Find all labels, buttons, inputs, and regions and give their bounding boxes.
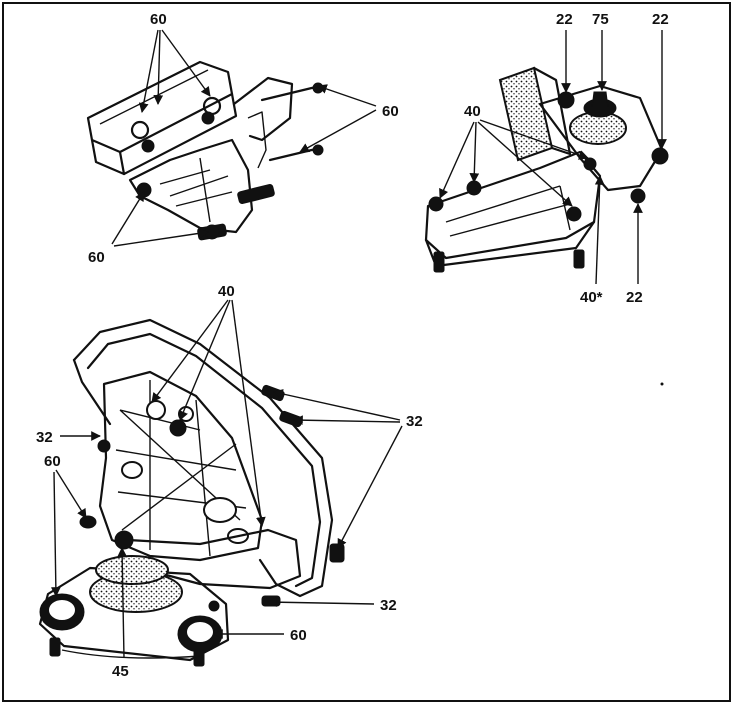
- label-tr-22-bottom: 22: [626, 289, 643, 306]
- label-b-32-right: 32: [406, 413, 423, 430]
- label-tl-top: 60: [150, 11, 167, 28]
- top-left-mount-assembly: [86, 60, 324, 241]
- label-tr-75: 75: [592, 11, 609, 28]
- speck: [660, 382, 664, 386]
- label-b-32-left: 32: [36, 429, 53, 446]
- top-right-mount-assembly: [424, 66, 669, 273]
- label-tr-22-right: 22: [652, 11, 669, 28]
- label-b-32-bottom: 32: [380, 597, 397, 614]
- label-b-45: 45: [112, 663, 129, 680]
- label-b-40: 40: [218, 283, 235, 300]
- label-tr-40: 40: [464, 103, 481, 120]
- label-tr-22-left: 22: [556, 11, 573, 28]
- label-tr-40star: 40*: [580, 289, 603, 306]
- bottom-mount-assembly: [38, 318, 345, 667]
- label-b-60-bottom: 60: [290, 627, 307, 644]
- label-tl-right: 60: [382, 103, 399, 120]
- label-b-60-left: 60: [44, 453, 61, 470]
- label-tl-bottom: 60: [88, 249, 105, 266]
